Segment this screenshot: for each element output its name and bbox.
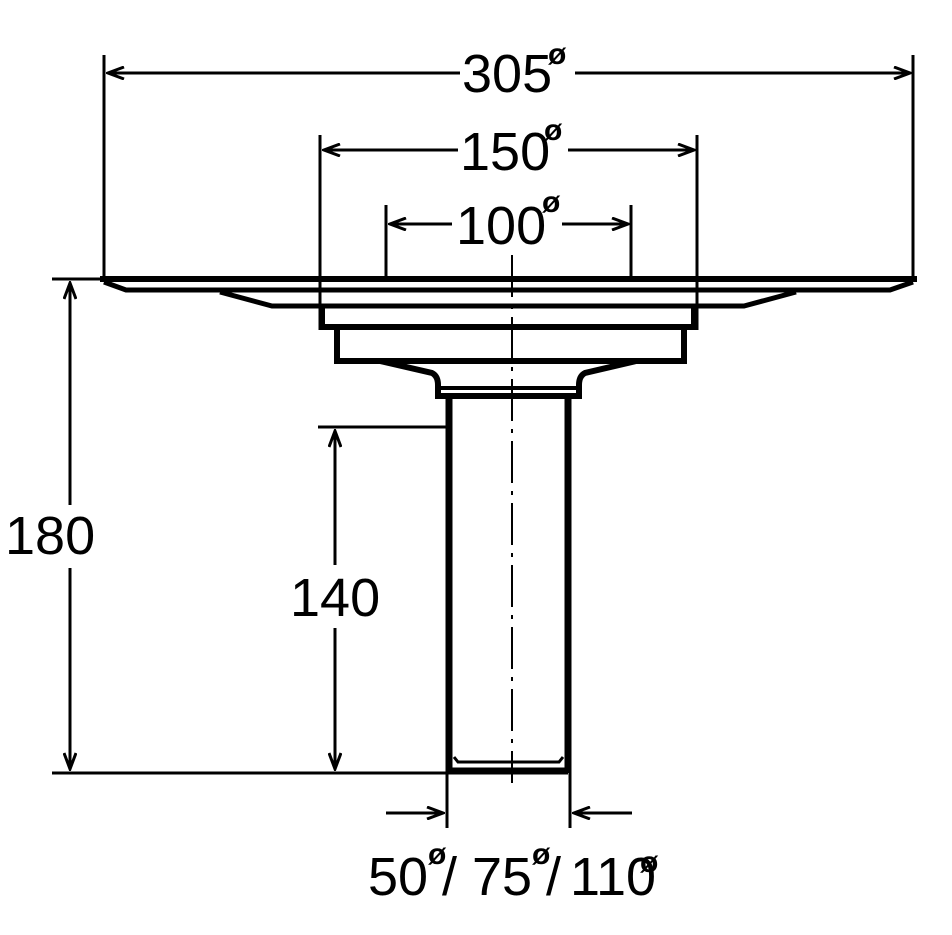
svg-text:ø: ø: [544, 114, 563, 147]
extension-lines: [52, 55, 915, 828]
svg-text:ø: ø: [532, 838, 551, 871]
svg-text:ø: ø: [428, 838, 447, 871]
svg-text:50: 50: [368, 847, 428, 907]
label-140: 140: [290, 568, 380, 628]
label-180: 180: [5, 506, 95, 566]
svg-text:/: /: [546, 847, 561, 907]
label-outlet: 50 ø / 75 ø / 110 ø: [368, 838, 659, 907]
svg-text:/: /: [442, 847, 457, 907]
svg-text:75: 75: [472, 847, 532, 907]
svg-text:110: 110: [570, 847, 656, 907]
svg-text:305: 305: [462, 44, 552, 104]
label-150: 150 ø: [460, 114, 563, 182]
label-100: 100 ø: [456, 186, 561, 256]
svg-text:ø: ø: [548, 38, 567, 71]
svg-text:150: 150: [460, 122, 550, 182]
dimension-lines: [70, 73, 910, 813]
label-305: 305 ø: [462, 38, 567, 104]
drain-body: [100, 276, 917, 775]
svg-text:100: 100: [456, 196, 546, 256]
svg-text:ø: ø: [640, 846, 659, 879]
svg-text:ø: ø: [542, 186, 561, 219]
